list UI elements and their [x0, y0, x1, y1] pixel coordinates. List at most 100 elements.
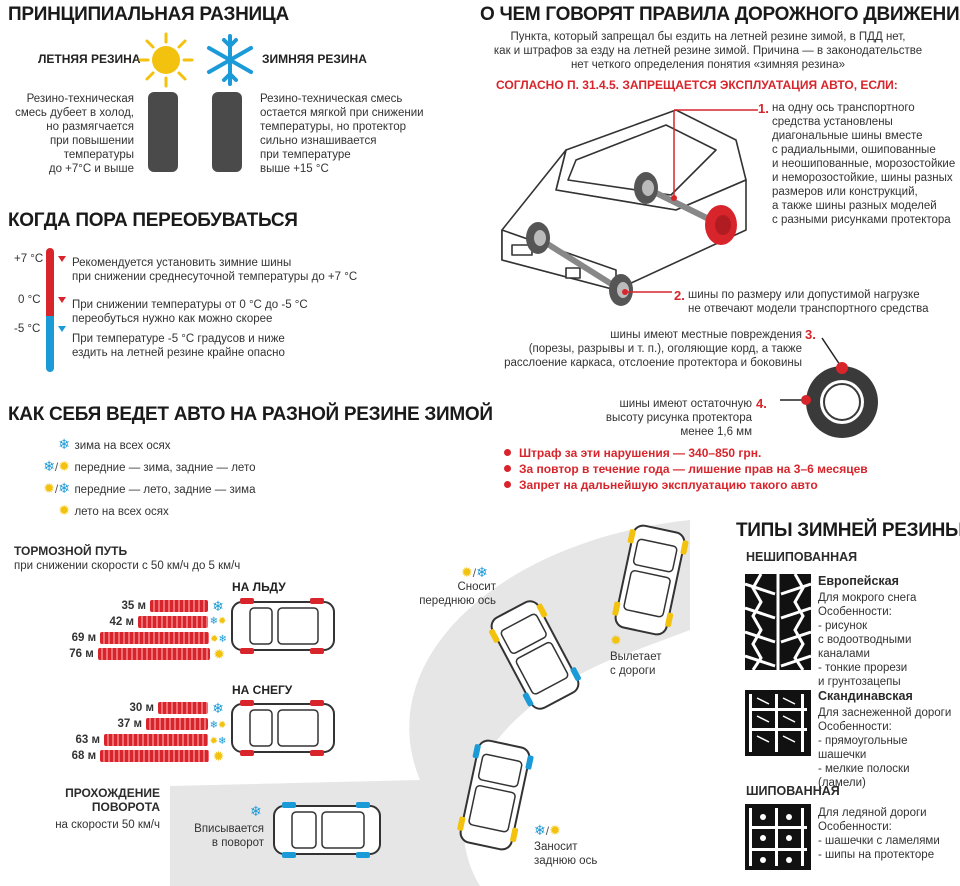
temp-minus-5: -5 °С [14, 323, 41, 335]
european-tread-icon [745, 574, 811, 670]
car-rear-drift [457, 739, 534, 851]
legend-winter-all: ❄ зима на всех осях [58, 436, 171, 452]
penalty-item: За повтор в течение года — лишение прав … [504, 461, 868, 477]
legend-front-winter: ❄/✹ передние — зима, задние — лето [43, 458, 256, 474]
behavior-legend: ❄ зима на всех осях ❄/✹ передние — зима,… [16, 436, 255, 524]
snowflake-icon: ❄ [58, 436, 70, 452]
marker-plus-7 [58, 256, 66, 262]
bar [100, 632, 209, 644]
penalties-list: Штраф за эти нарушения — 340–850 грн. За… [504, 445, 868, 493]
snow-bar-row: 37 м❄✹ [58, 716, 228, 732]
damaged-tire-icon [780, 337, 878, 438]
bar [97, 648, 211, 660]
summer-tire-tread [148, 92, 178, 172]
rules-intro: Пункта, который запрещал бы ездить на ле… [493, 31, 923, 71]
difference-title: ПРИНЦИПИАЛЬНАЯ РАЗНИЦА [8, 4, 289, 25]
sun-icon: ✹ [43, 480, 55, 496]
mixed-icon: ✹❄ [209, 736, 227, 747]
penalty-item: Запрет на дальнейшую эксплуатацию такого… [504, 477, 868, 493]
snow-bar-row: 63 м✹❄ [58, 732, 228, 748]
thermometer [46, 248, 54, 372]
mixed-icon: ❄✹ [209, 720, 227, 731]
ice-braking-bars: 35 м❄ 42 м❄✹ 69 м✹❄ 76 м✹ [58, 598, 228, 662]
mixed-icon: ❄/✹ [534, 822, 561, 838]
snowflake-icon: ❄ [43, 458, 55, 474]
mixed-icon: ✹/❄ [461, 564, 488, 580]
turn-subtitle: на скорости 50 км/ч [55, 819, 160, 831]
rule-2-number: 2. [674, 288, 685, 303]
scandinavian-tread-icon [745, 690, 811, 756]
braking-subtitle: при снижении скорости с 50 км/ч до 5 км/… [14, 560, 241, 572]
snow-label: НА СНЕГУ [232, 683, 293, 697]
unstudded-label: НЕШИПОВАННАЯ [746, 550, 858, 564]
legend-front-summer: ✹/❄ передние — лето, задние — зима [43, 480, 256, 496]
rule-3-text: шины имеют местные повреждения(порезы, р… [504, 329, 802, 369]
snowflake-icon [207, 34, 253, 86]
sun-icon: ✹ [212, 748, 225, 764]
car-fits-turn [273, 802, 381, 858]
car-top-view-snow [231, 700, 335, 756]
bar [150, 600, 208, 612]
summer-tire-label: ЛЕТНЯЯ РЕЗИНА [38, 52, 141, 66]
temp-plus-7: +7 °С [14, 253, 44, 265]
when-to-change-title: КОГДА ПОРА ПЕРЕОБУВАТЬСЯ [8, 210, 298, 231]
sun-icon: ✹ [213, 646, 225, 662]
rule-3-number: 3. [805, 327, 816, 342]
winter-tire-tread [212, 92, 242, 172]
car-axle-diagram [501, 109, 758, 306]
tire-types-title: ТИПЫ ЗИМНЕЙ РЕЗИНЫ [736, 520, 960, 541]
ice-bar-row: 69 м✹❄ [58, 630, 228, 646]
ice-bar-row: 42 м❄✹ [109, 616, 227, 628]
snow-bar-row: 30 м❄ [58, 700, 228, 716]
snowflake-icon: ❄ [212, 700, 224, 716]
bar [138, 616, 208, 628]
car-top-view-ice [231, 598, 335, 654]
snowflake-icon: ❄ [250, 803, 262, 819]
rule-4-number: 4. [756, 396, 767, 411]
bar [104, 734, 208, 746]
temp-zero: 0 °С [18, 294, 41, 306]
studded-label: ШИПОВАННАЯ [746, 784, 840, 798]
snow-bar-row: 68 м✹ [58, 748, 228, 764]
wheel [526, 172, 737, 306]
road-curve [170, 520, 690, 886]
european-title: Европейская [818, 574, 899, 588]
bar [146, 718, 208, 730]
bar [158, 702, 208, 714]
behavior-title: КАК СЕБЯ ВЕДЕТ АВТО НА РАЗНОЙ РЕЗИНЕ ЗИМ… [8, 404, 493, 425]
sun-icon: ✹ [58, 458, 70, 474]
winter-tire-label: ЗИМНЯЯ РЕЗИНА [262, 52, 367, 66]
bar [100, 750, 209, 762]
mixed-icon: ❄✹ [209, 616, 227, 627]
snowflake-icon: ❄ [58, 480, 70, 496]
snow-braking-bars: 30 м❄ 37 м❄✹ 63 м✹❄ 68 м✹ [58, 700, 228, 764]
marker-minus-5 [58, 326, 66, 332]
braking-title: ТОРМОЗНОЙ ПУТЬ [14, 544, 128, 558]
note-zero: При снижении температуры от 0 °С до -5 °… [72, 299, 308, 325]
ice-bar-row: 35 м❄ [58, 598, 228, 614]
rule-1-number: 1. [758, 101, 769, 116]
marker-zero [58, 297, 66, 303]
rules-subtitle: СОГЛАСНО П. 31.4.5. ЗАПРЕЩАЕТСЯ ЭКСПЛУАТ… [496, 78, 898, 92]
rules-title: О ЧЕМ ГОВОРЯТ ПРАВИЛА ДОРОЖНОГО ДВИЖЕНИЯ [480, 4, 960, 25]
car-front-drift [489, 600, 581, 710]
scandinavian-title: Скандинавская [818, 689, 913, 703]
penalty-item: Штраф за эти нарушения — 340–850 грн. [504, 445, 868, 461]
car-flies-off [612, 524, 689, 636]
sun-icon [138, 32, 194, 88]
legend-summer-all: ✹ лето на всех осях [58, 502, 169, 518]
sun-icon: ✹ [610, 632, 622, 648]
